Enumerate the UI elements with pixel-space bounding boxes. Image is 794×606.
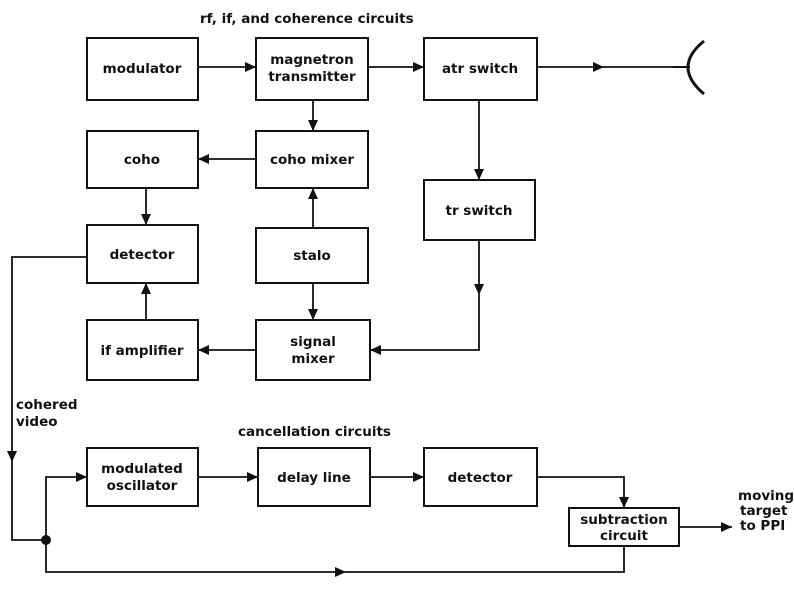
- heading-rf-if-coherence: rf, if, and coherence circuits: [200, 11, 414, 27]
- block-subtraction-label-2: circuit: [600, 528, 649, 544]
- arrow-into-cohomixer-bottom: [308, 188, 318, 199]
- block-ifamp-label: if amplifier: [100, 343, 183, 359]
- antenna-icon: [673, 39, 705, 96]
- wire-detector-video: [11, 256, 87, 541]
- block-delay-label: delay line: [277, 470, 351, 486]
- block-oscillator-label-2: oscillator: [107, 478, 178, 494]
- block-atr-switch: atr switch: [423, 37, 538, 101]
- arrow-into-detector-top: [141, 214, 151, 225]
- block-subtraction-label-1: subtraction: [580, 512, 668, 528]
- block-detector-cancel-label: detector: [448, 470, 513, 486]
- arrow-into-ifamp: [198, 345, 209, 355]
- arrow-into-signalmixer-right: [370, 345, 381, 355]
- block-stalo: stalo: [255, 227, 369, 284]
- arrow-into-oscillator: [76, 472, 87, 482]
- block-magnetron-label-2: transmitter: [268, 69, 356, 85]
- arrowheads: [7, 62, 732, 577]
- arrow-into-detector-cancel: [413, 472, 424, 482]
- arrow-into-tr: [474, 169, 484, 180]
- arrow-into-detector-bottom: [141, 283, 151, 294]
- block-signalmixer-label-2: mixer: [291, 351, 335, 367]
- label-output-ppi: to PPI: [740, 518, 785, 534]
- block-coho-mixer: coho mixer: [255, 130, 369, 189]
- arrow-into-coho: [198, 154, 209, 164]
- label-cohered: cohered: [16, 397, 78, 413]
- wire-tr-signalmixer: [370, 240, 480, 351]
- arrow-bypass-right: [335, 567, 346, 577]
- block-stalo-label: stalo: [293, 248, 331, 264]
- heading-cancellation: cancellation circuits: [238, 424, 391, 440]
- block-coho-label: coho: [124, 152, 160, 168]
- arrow-into-delay: [247, 472, 258, 482]
- block-detector-rf-label: detector: [110, 247, 175, 263]
- block-atr-label: atr switch: [442, 61, 518, 77]
- arrow-into-subtraction-top: [619, 497, 629, 508]
- block-detector-rf: detector: [86, 224, 199, 284]
- block-magnetron-transmitter: magnetron transmitter: [255, 37, 369, 101]
- wire-junction-oscillator: [45, 476, 87, 540]
- block-tr-switch: tr switch: [423, 179, 536, 241]
- block-cohomixer-label: coho mixer: [270, 152, 354, 168]
- arrow-video-down: [7, 451, 17, 462]
- junction-dot: [41, 535, 51, 545]
- arrow-toward-antenna: [593, 62, 604, 72]
- block-detector-cancel: detector: [423, 447, 538, 507]
- block-modulated-oscillator: modulated oscillator: [86, 447, 199, 507]
- block-oscillator-label-1: modulated: [101, 461, 183, 477]
- block-signalmixer-label-1: signal: [290, 334, 336, 350]
- arrow-into-atr: [413, 62, 424, 72]
- label-output-target: target: [740, 503, 788, 519]
- arrow-tr-down: [474, 284, 484, 295]
- block-delay-line: delay line: [257, 447, 371, 507]
- arrow-into-magnetron: [245, 62, 256, 72]
- label-video: video: [16, 414, 58, 430]
- block-coho: coho: [86, 130, 199, 189]
- arrow-into-cohomixer-top: [308, 120, 318, 131]
- wire-detector-subtraction: [537, 476, 625, 508]
- block-tr-label: tr switch: [445, 203, 512, 219]
- arrow-into-signalmixer-top: [308, 309, 318, 320]
- block-modulator-label: modulator: [103, 61, 182, 77]
- block-modulator: modulator: [86, 37, 199, 101]
- label-output-moving: moving: [738, 488, 794, 504]
- block-if-amplifier: if amplifier: [86, 319, 199, 381]
- wires: [11, 66, 732, 573]
- block-signal-mixer: signal mixer: [255, 319, 371, 381]
- block-magnetron-label-1: magnetron: [270, 52, 354, 68]
- arrow-output: [721, 522, 732, 532]
- block-subtraction-circuit: subtraction circuit: [568, 507, 680, 547]
